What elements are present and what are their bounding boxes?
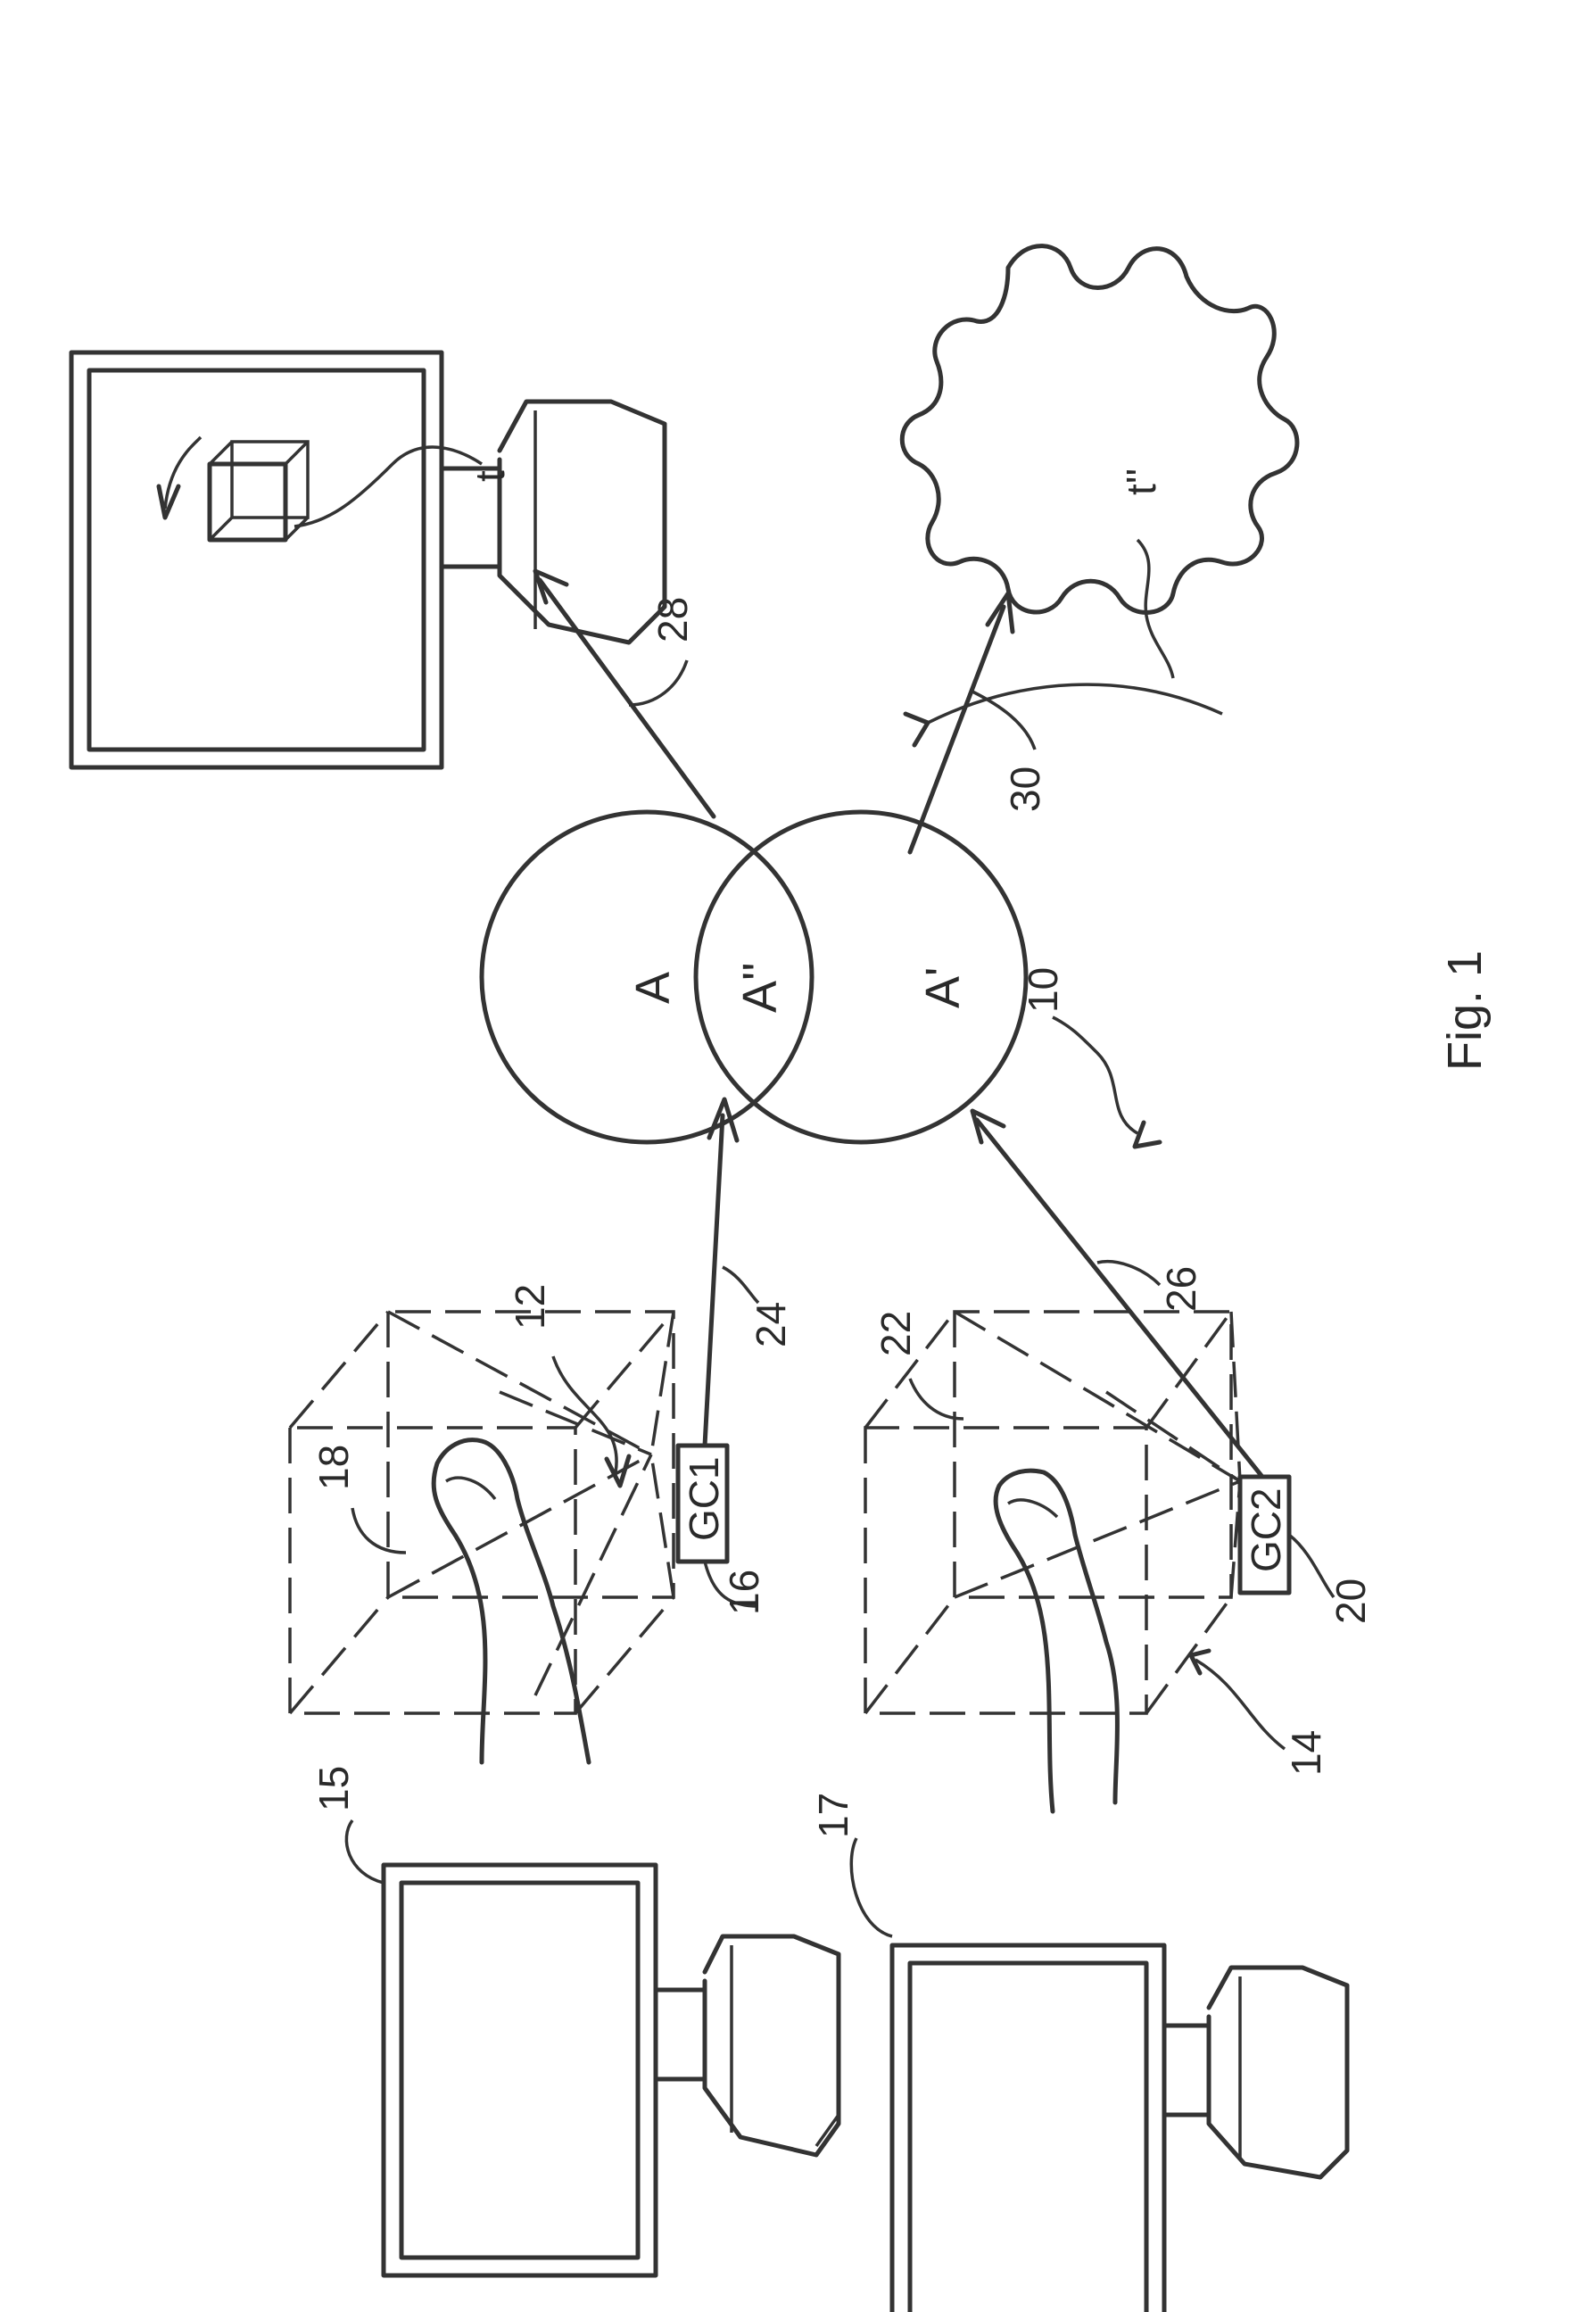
venn-diagram: A A'' A' xyxy=(482,812,1026,1142)
label-station-14: 14 xyxy=(1283,1730,1329,1776)
label-monitor-17: 17 xyxy=(810,1793,856,1838)
label-gc1: GC1 xyxy=(681,1456,727,1541)
label-system-10: 10 xyxy=(1020,967,1066,1013)
gear-target-t-double: t'' xyxy=(902,246,1297,745)
monitor-17: 17 xyxy=(810,1793,1347,2312)
station-14: GC2 20 22 14 xyxy=(865,1311,1374,1811)
label-station-12: 12 xyxy=(507,1284,553,1330)
system-arrow-10: 10 xyxy=(1020,967,1160,1147)
label-arrow-26: 26 xyxy=(1158,1266,1204,1312)
label-gc2-ref-20: 20 xyxy=(1327,1579,1374,1624)
arrow-26: 26 xyxy=(972,1111,1262,1477)
label-volume-22: 22 xyxy=(872,1311,919,1356)
label-volume-18: 18 xyxy=(310,1445,357,1490)
label-monitor-15: 15 xyxy=(310,1766,357,1811)
venn-label-a-prime: A' xyxy=(916,967,970,1008)
label-target-t: t xyxy=(467,470,513,482)
arrow-24: 24 xyxy=(705,1099,794,1446)
monitor-15: 15 xyxy=(310,1766,839,2275)
station-12: GC1 16 18 12 xyxy=(290,1284,767,1762)
monitor-target-t: t xyxy=(71,352,665,767)
label-arrow-30: 30 xyxy=(1002,767,1048,812)
label-target-t-double: t'' xyxy=(1118,468,1164,495)
figure-caption: Fig. 1 xyxy=(1438,950,1492,1071)
venn-label-intersection: A'' xyxy=(733,962,787,1013)
label-arrow-28: 28 xyxy=(649,597,696,642)
label-arrow-24: 24 xyxy=(748,1302,794,1347)
label-gc1-ref-16: 16 xyxy=(721,1570,767,1615)
label-gc2: GC2 xyxy=(1243,1487,1289,1572)
venn-label-a: A xyxy=(626,972,680,1004)
arrow-28: 28 xyxy=(535,571,714,816)
